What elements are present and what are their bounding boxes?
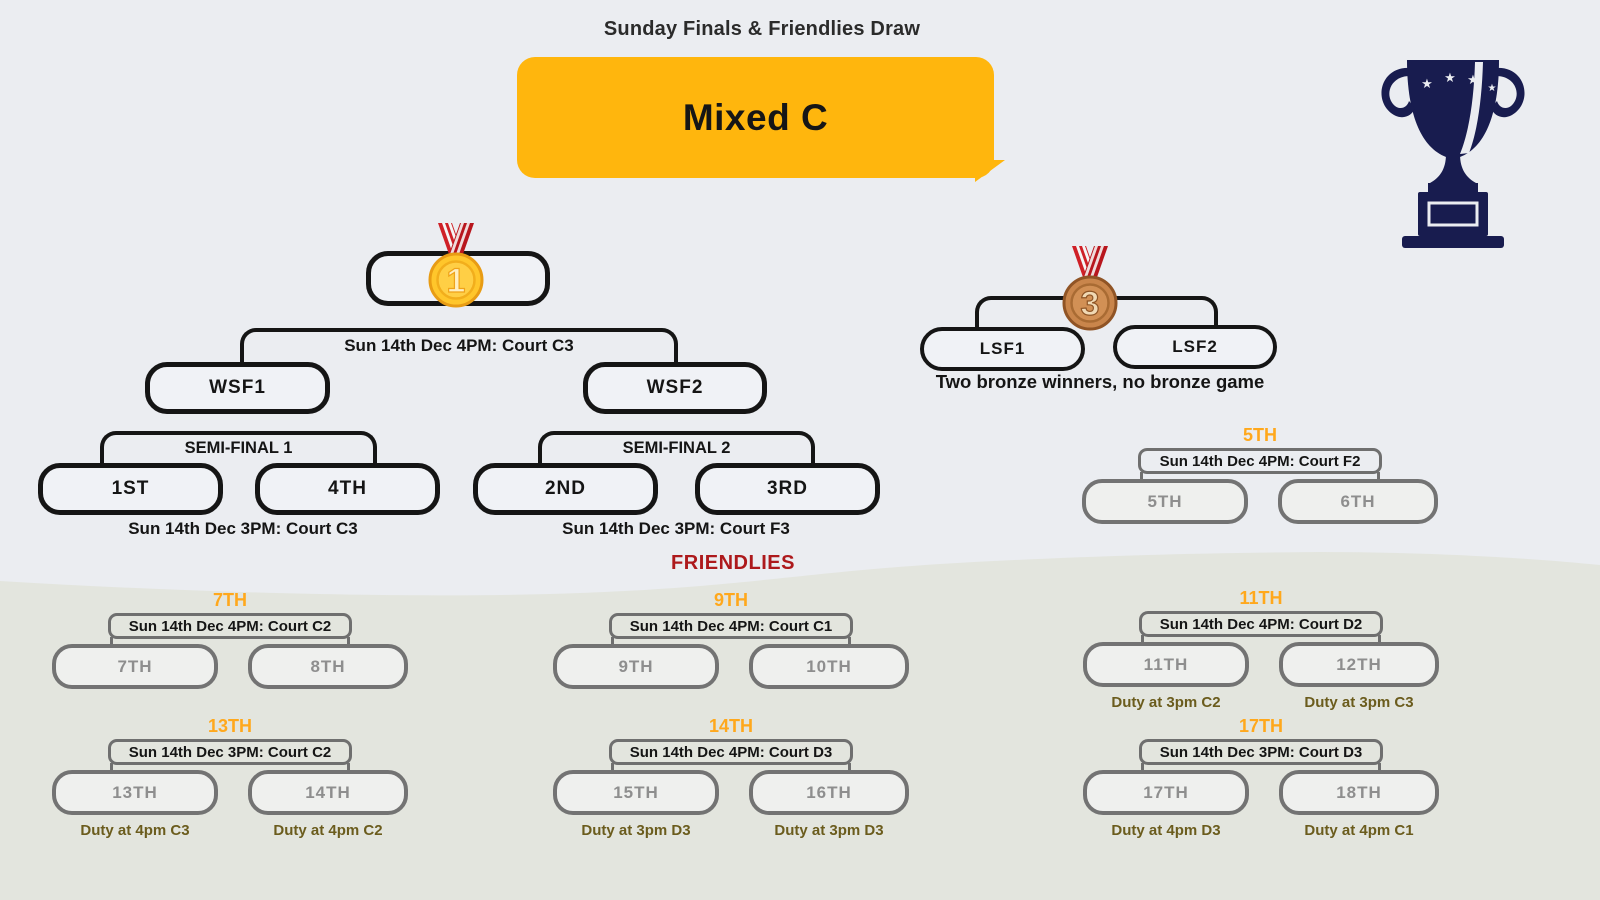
team-box: 13TH <box>52 770 218 815</box>
final-bracket: Sun 14th Dec 4PM: Court C3 <box>240 328 678 366</box>
svg-text:★: ★ <box>1488 83 1497 94</box>
lsf1-box: LSF1 <box>920 327 1085 371</box>
svg-text:★: ★ <box>1467 72 1479 87</box>
group-heading: 11TH <box>1239 588 1283 608</box>
group-heading: 7TH <box>212 590 247 610</box>
division-label: Mixed C <box>682 96 829 138</box>
team-box: 17TH <box>1083 770 1249 815</box>
playoff-group-5th: 5TH Sun 14th Dec 4PM: Court F2 5TH 6TH <box>1082 425 1438 555</box>
team-box: 6TH <box>1278 479 1438 524</box>
trophy-icon: ★ ★ ★ ★ <box>1381 60 1525 248</box>
friendly-group-7th: 7TH Sun 14th Dec 4PM: Court C2 7TH 8TH <box>52 590 408 720</box>
semifinal1-label: SEMI-FINAL 1 <box>184 439 293 457</box>
friendlies-heading: FRIENDLIES <box>671 552 795 574</box>
semifinal1-schedule: Sun 14th Dec 3PM: Court C3 <box>128 519 358 538</box>
team-box: 18TH <box>1279 770 1439 815</box>
team-box: 16TH <box>749 770 909 815</box>
duty-label: Duty at 4pm D3 <box>1111 822 1221 839</box>
bracket-leg <box>110 763 113 773</box>
bracket-leg <box>347 763 350 773</box>
semifinal2-bracket: SEMI-FINAL 2 <box>538 431 815 467</box>
bracket-leg <box>1378 635 1381 645</box>
team-box: 14TH <box>248 770 408 815</box>
group-heading: 9TH <box>713 590 748 610</box>
friendly-group-11th: 11TH Sun 14th Dec 4PM: Court D2 11TH 12T… <box>1083 588 1439 718</box>
team-box: 11TH <box>1083 642 1249 687</box>
duty-label: Duty at 3pm D3 <box>774 822 884 839</box>
bracket-leg <box>848 637 851 647</box>
bracket-leg <box>110 637 113 647</box>
group-schedule: Sun 14th Dec 4PM: Court D2 <box>1139 611 1383 637</box>
friendly-group-13th: 13TH Sun 14th Dec 3PM: Court C2 13TH 14T… <box>52 716 408 846</box>
team-box: 8TH <box>248 644 408 689</box>
page-title: Sunday Finals & Friendlies Draw <box>603 18 921 40</box>
duty-label: Duty at 3pm C3 <box>1304 694 1414 711</box>
seed-2nd-box: 2ND <box>473 463 658 515</box>
group-schedule: Sun 14th Dec 3PM: Court D3 <box>1139 739 1383 765</box>
friendly-group-17th: 17TH Sun 14th Dec 3PM: Court D3 17TH 18T… <box>1083 716 1439 846</box>
duty-label: Duty at 4pm C3 <box>80 822 190 839</box>
lsf2-box: LSF2 <box>1113 325 1277 369</box>
bracket-leg <box>1377 472 1380 482</box>
group-heading: 14TH <box>708 716 753 736</box>
bracket-leg <box>1141 763 1144 773</box>
wsf1-box: WSF1 <box>145 362 330 414</box>
bracket-leg <box>611 637 614 647</box>
bracket-leg <box>1140 472 1143 482</box>
bronze-medal-icon: 3 <box>1062 246 1118 331</box>
group-heading: 5TH <box>1242 425 1277 445</box>
team-box: 9TH <box>553 644 719 689</box>
bronze-medal-number: 3 <box>1081 285 1100 323</box>
team-box: 10TH <box>749 644 909 689</box>
team-box: 5TH <box>1082 479 1248 524</box>
duty-label: Duty at 4pm C2 <box>273 822 383 839</box>
group-schedule: Sun 14th Dec 4PM: Court F2 <box>1138 448 1382 474</box>
semifinal2-label: SEMI-FINAL 2 <box>622 439 731 457</box>
bracket-leg <box>1378 763 1381 773</box>
friendly-group-14th: 14TH Sun 14th Dec 4PM: Court D3 15TH 16T… <box>553 716 909 846</box>
group-schedule: Sun 14th Dec 4PM: Court C1 <box>609 613 853 639</box>
group-schedule: Sun 14th Dec 4PM: Court C2 <box>108 613 352 639</box>
svg-text:★: ★ <box>1421 76 1433 91</box>
wsf2-box: WSF2 <box>583 362 767 414</box>
semifinal2-schedule: Sun 14th Dec 3PM: Court F3 <box>562 519 790 538</box>
group-schedule: Sun 14th Dec 4PM: Court D3 <box>609 739 853 765</box>
svg-text:★: ★ <box>1444 70 1456 85</box>
bracket-leg <box>347 637 350 647</box>
duty-label: Duty at 3pm C2 <box>1111 694 1221 711</box>
bracket-leg <box>848 763 851 773</box>
seed-3rd-box: 3RD <box>695 463 880 515</box>
group-heading: 13TH <box>207 716 252 736</box>
gold-medal-icon: 1 <box>428 223 484 308</box>
gold-medal-number: 1 <box>447 262 466 300</box>
bubble-tail <box>975 160 1005 182</box>
duty-label: Duty at 4pm C1 <box>1304 822 1414 839</box>
final-schedule: Sun 14th Dec 4PM: Court C3 <box>344 336 574 355</box>
bronze-note: Two bronze winners, no bronze game <box>935 371 1265 392</box>
group-schedule: Sun 14th Dec 3PM: Court C2 <box>108 739 352 765</box>
duty-label: Duty at 3pm D3 <box>581 822 691 839</box>
seed-4th-box: 4TH <box>255 463 440 515</box>
friendly-group-9th: 9TH Sun 14th Dec 4PM: Court C1 9TH 10TH <box>553 590 909 720</box>
group-heading: 17TH <box>1238 716 1283 736</box>
team-box: 12TH <box>1279 642 1439 687</box>
division-bubble: Mixed C <box>517 57 994 178</box>
bracket-leg <box>1141 635 1144 645</box>
team-box: 7TH <box>52 644 218 689</box>
bracket-leg <box>611 763 614 773</box>
team-box: 15TH <box>553 770 719 815</box>
semifinal1-bracket: SEMI-FINAL 1 <box>100 431 377 467</box>
seed-1st-box: 1ST <box>38 463 223 515</box>
